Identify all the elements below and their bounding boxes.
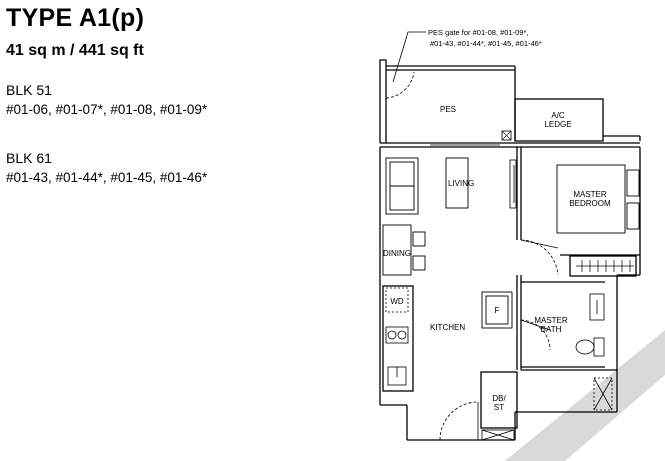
block-label-51: BLK 51 bbox=[6, 82, 52, 98]
master-bed bbox=[556, 164, 640, 234]
room-label-dining: DINING bbox=[383, 249, 411, 258]
room-label-fridge: F bbox=[495, 306, 500, 315]
bath-basin bbox=[589, 293, 605, 321]
block-label-61: BLK 61 bbox=[6, 150, 52, 166]
room-label-living: LIVING bbox=[448, 179, 474, 188]
kitchen-sink bbox=[387, 366, 407, 386]
main-door-swing bbox=[439, 401, 479, 441]
room-label-dbst-2: ST bbox=[494, 403, 504, 412]
room-label-wd: WD bbox=[390, 297, 404, 306]
pes-gate-note-line2: #01-43, #01-44*, #01-45, #01-46* bbox=[430, 39, 542, 48]
bedroom-door-swing bbox=[520, 239, 559, 276]
block-units-61: #01-43, #01-44*, #01-45, #01-46* bbox=[6, 170, 208, 185]
block-units-51: #01-06, #01-07*, #01-08, #01-09* bbox=[6, 102, 208, 117]
unit-type-title: TYPE A1(p) bbox=[6, 4, 145, 32]
tv-console bbox=[445, 157, 469, 209]
cooking-hob bbox=[385, 326, 409, 344]
dining-set bbox=[382, 224, 426, 276]
toilet bbox=[575, 337, 605, 357]
bath-door-swing bbox=[520, 319, 551, 351]
fridge bbox=[481, 291, 513, 329]
unit-area: 41 sq m / 441 sq ft bbox=[6, 42, 144, 59]
shower-area bbox=[593, 377, 613, 411]
washer-dryer bbox=[385, 287, 409, 313]
pes-gate-swing bbox=[385, 71, 415, 99]
room-label-ac-ledge-2: LEDGE bbox=[544, 120, 571, 129]
room-label-ac-ledge-1: A/C bbox=[551, 111, 565, 120]
room-label-pes: PES bbox=[440, 105, 456, 114]
watermark-stripe bbox=[505, 330, 665, 461]
room-label-kitchen: KITCHEN bbox=[430, 323, 465, 332]
room-label-master-bath-1: MASTER bbox=[534, 316, 568, 325]
shoe-cabinet bbox=[481, 429, 515, 441]
pes-gate-note-line1: PES gate for #01-08, #01-09*, bbox=[428, 28, 529, 37]
sofa bbox=[385, 157, 419, 215]
room-label-master-bath-2: BATH bbox=[541, 325, 562, 334]
ac-outlet-box bbox=[501, 130, 512, 141]
room-label-master-bedroom-2: BEDROOM bbox=[569, 199, 611, 208]
room-label-master-bedroom-1: MASTER bbox=[573, 190, 607, 199]
room-label-dbst-1: DB/ bbox=[492, 394, 506, 403]
pes-note-leader bbox=[392, 31, 426, 83]
wardrobe-hangers bbox=[576, 260, 634, 272]
